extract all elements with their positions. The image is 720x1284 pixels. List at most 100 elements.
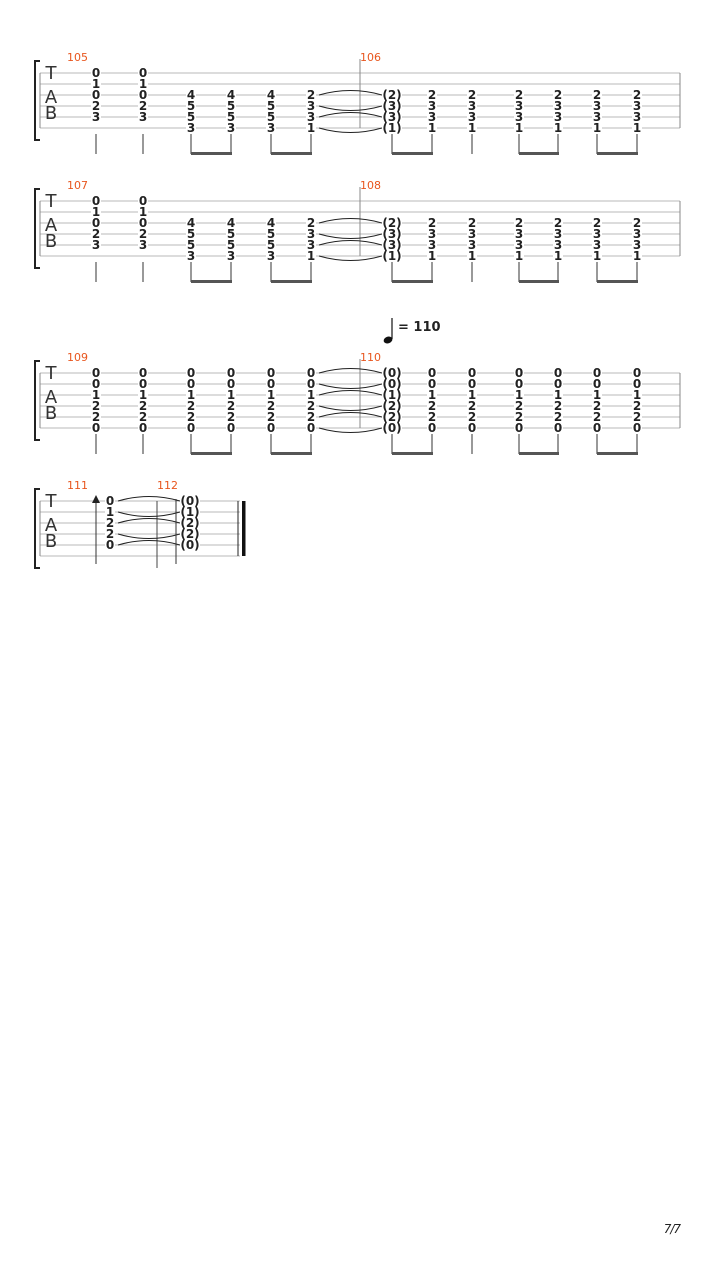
note-beam — [519, 152, 559, 155]
fret-number: 3 — [307, 238, 315, 252]
fret-backdrop — [592, 423, 602, 433]
tab-clef-letter: B — [45, 403, 57, 424]
fret-number: 3 — [468, 227, 476, 241]
fret-number: 1 — [92, 77, 100, 91]
fret-backdrop — [91, 68, 101, 78]
fret-number: 0 — [139, 377, 147, 391]
fret-number: 2 — [227, 399, 235, 413]
fret-number: 3 — [139, 110, 147, 124]
fret-number: 1 — [187, 388, 195, 402]
fret-number: 5 — [187, 110, 195, 124]
measure-number: 110 — [360, 351, 381, 364]
fret-backdrop — [514, 401, 524, 411]
tempo-value: = 110 — [398, 320, 441, 335]
fret-backdrop — [226, 240, 236, 250]
upstroke-arrow-icon — [92, 495, 100, 503]
fret-number: 3 — [468, 110, 476, 124]
fret-backdrop — [592, 401, 602, 411]
fret-backdrop — [138, 423, 148, 433]
fret-number: 1 — [139, 77, 147, 91]
fret-backdrop — [467, 390, 477, 400]
fret-backdrop — [226, 423, 236, 433]
fret-number: 1 — [307, 388, 315, 402]
fret-backdrop — [592, 368, 602, 378]
fret-number: 4 — [267, 88, 275, 102]
fret-number: 0 — [633, 421, 641, 435]
tie-arc — [117, 511, 181, 517]
fret-number: 3 — [633, 227, 641, 241]
fret-number: 3 — [554, 110, 562, 124]
fret-number: 1 — [515, 249, 523, 263]
fret-backdrop — [427, 112, 437, 122]
fret-number: 1 — [593, 249, 601, 263]
fret-backdrop — [427, 240, 437, 250]
fret-number: 0 — [633, 366, 641, 380]
fret-number: 5 — [267, 227, 275, 241]
fret-backdrop — [632, 123, 642, 133]
fret-backdrop — [553, 218, 563, 228]
staff-system: TAB10701023010234553455345532331108(2)(3… — [34, 179, 681, 283]
quarter-note-icon — [383, 336, 393, 344]
measure-number: 106 — [360, 51, 381, 64]
tab-clef-letter: T — [45, 491, 58, 512]
fret-number: 0 — [307, 421, 315, 435]
note-beam — [519, 452, 559, 455]
fret-number: 1 — [515, 388, 523, 402]
fret-number: 4 — [187, 216, 195, 230]
fret-backdrop — [382, 123, 402, 133]
fret-number: 0 — [468, 421, 476, 435]
fret-backdrop — [138, 196, 148, 206]
final-barline-thick — [242, 501, 246, 556]
fret-number: 2 — [593, 410, 601, 424]
fret-backdrop — [226, 112, 236, 122]
fret-number: 0 — [593, 366, 601, 380]
fret-backdrop — [467, 240, 477, 250]
fret-number: 5 — [267, 99, 275, 113]
fret-backdrop — [91, 218, 101, 228]
fret-backdrop — [306, 218, 316, 228]
system-bracket — [34, 488, 40, 569]
fret-number: 3 — [554, 99, 562, 113]
fret-number: 3 — [307, 110, 315, 124]
fret-number: (2) — [382, 399, 401, 413]
fret-backdrop — [226, 412, 236, 422]
fret-number: 0 — [468, 377, 476, 391]
fret-number: 1 — [633, 388, 641, 402]
tie-arc — [117, 540, 181, 546]
fret-number: 0 — [515, 377, 523, 391]
fret-number: 3 — [515, 110, 523, 124]
fret-backdrop — [553, 368, 563, 378]
fret-backdrop — [180, 496, 200, 506]
fret-number: (3) — [382, 99, 401, 113]
fret-number: 0 — [554, 366, 562, 380]
fret-backdrop — [138, 368, 148, 378]
page-number: 7/7 — [663, 1222, 681, 1236]
fret-backdrop — [467, 412, 477, 422]
fret-backdrop — [138, 401, 148, 411]
fret-backdrop — [91, 379, 101, 389]
fret-number: 1 — [633, 249, 641, 263]
fret-number: 3 — [593, 227, 601, 241]
fret-backdrop — [427, 423, 437, 433]
fret-number: (1) — [382, 249, 401, 263]
fret-backdrop — [553, 379, 563, 389]
fret-number: 3 — [593, 238, 601, 252]
fret-number: 2 — [633, 88, 641, 102]
fret-number: 3 — [267, 249, 275, 263]
fret-number: 2 — [307, 399, 315, 413]
fret-backdrop — [632, 379, 642, 389]
fret-number: 1 — [468, 388, 476, 402]
fret-backdrop — [553, 229, 563, 239]
fret-backdrop — [382, 379, 402, 389]
fret-backdrop — [186, 123, 196, 133]
fret-backdrop — [306, 368, 316, 378]
fret-backdrop — [91, 412, 101, 422]
fret-number: 0 — [428, 421, 436, 435]
fret-backdrop — [514, 412, 524, 422]
fret-backdrop — [186, 229, 196, 239]
fret-backdrop — [514, 251, 524, 261]
fret-backdrop — [186, 90, 196, 100]
fret-number: 1 — [554, 388, 562, 402]
fret-backdrop — [105, 529, 115, 539]
fret-number: 1 — [307, 249, 315, 263]
